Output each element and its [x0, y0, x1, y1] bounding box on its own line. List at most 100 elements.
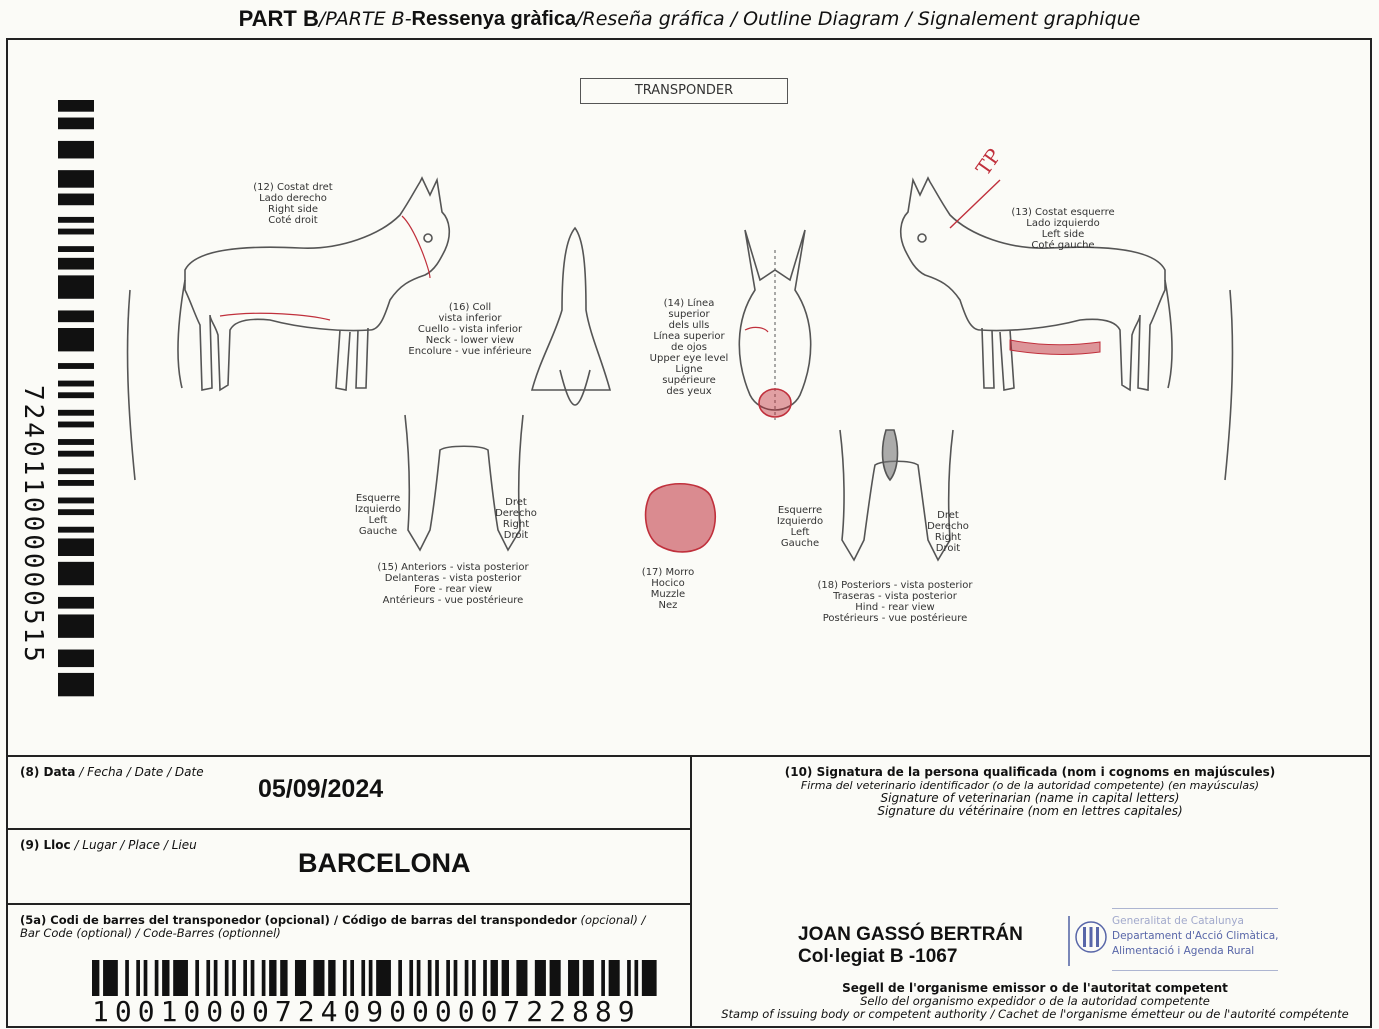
- barcode-bar: [58, 392, 94, 398]
- barcode-bar: [313, 960, 324, 996]
- barcode-bar: [58, 509, 94, 515]
- barcode-bar: [483, 960, 487, 996]
- signature-heading: (10) Signatura de la persona qualificada…: [700, 766, 1360, 818]
- barcode-bar: [103, 960, 118, 996]
- barcode-bar: [58, 217, 94, 223]
- barcode-bar: [350, 960, 354, 996]
- barcode-bar: [58, 422, 94, 428]
- seal-caption: Segell de l'organisme emissor o de l'aut…: [700, 982, 1370, 1021]
- barcode-bar: [58, 439, 94, 445]
- barcode-bar: [472, 960, 476, 996]
- barcode-bar: [642, 960, 657, 996]
- barcode-bar: [58, 258, 94, 270]
- barcode-bar: [251, 960, 255, 996]
- transponder-box: TRANSPONDER: [580, 78, 788, 104]
- barcode-bar: [58, 381, 94, 387]
- date-value: 05/09/2024: [258, 775, 383, 804]
- barcode-bar: [58, 275, 94, 298]
- barcode-bar: [144, 960, 148, 996]
- barcode-bar: [125, 960, 129, 996]
- place-value: BARCELONA: [298, 848, 471, 879]
- barcode-bar: [491, 960, 498, 996]
- barcode-bar: [155, 960, 159, 996]
- barcode-bar: [58, 498, 94, 504]
- barcode-bar: [601, 960, 605, 996]
- part-label-es: PARTE B: [325, 8, 404, 30]
- barcode-bar: [58, 614, 94, 637]
- barcode-bar: [58, 468, 94, 474]
- place-label: (9) Lloc / Lugar / Place / Lieu: [20, 838, 197, 852]
- barcode-bar: [58, 363, 94, 369]
- divider-date: [6, 828, 691, 830]
- divider-center: [690, 755, 692, 1028]
- divider-diagram: [6, 755, 1372, 757]
- muzzle-view: [646, 484, 716, 552]
- barcode-bar: [609, 960, 620, 996]
- barcode-bar: [328, 960, 335, 996]
- barcode-bar: [446, 960, 450, 996]
- barcode-bar: [262, 960, 266, 996]
- transponder-barcode: [92, 960, 664, 996]
- barcode-bar: [195, 960, 199, 996]
- divider-place: [6, 903, 691, 905]
- barcode-bar: [232, 960, 236, 996]
- barcode-bar: [58, 141, 94, 159]
- barcode-bar: [435, 960, 439, 996]
- barcode-bar: [58, 170, 94, 188]
- barcode-bar: [58, 194, 94, 206]
- barcode-bar: [58, 673, 94, 696]
- barcode-bar: [417, 960, 421, 996]
- barcode-bar: [535, 960, 546, 996]
- barcode-bar: [162, 960, 169, 996]
- barcode-bar: [58, 100, 94, 112]
- barcode-bar: [58, 527, 94, 533]
- barcode-bar: [398, 960, 402, 996]
- barcode-bar: [465, 960, 469, 996]
- date-label: (8) Data / Fecha / Date / Date: [20, 765, 204, 779]
- barcode-bar: [627, 960, 631, 996]
- barcode-bar: [280, 960, 287, 996]
- barcode-bar: [376, 960, 391, 996]
- barcode-bar: [568, 960, 579, 996]
- part-label-ca: PART B: [239, 6, 319, 32]
- barcode-bar: [58, 229, 94, 235]
- barcode-bar: [206, 960, 210, 996]
- barcode-bar: [58, 650, 94, 668]
- barcode-bar: [361, 960, 365, 996]
- page-header: PART B / PARTE B - Ressenya gràfica / Re…: [0, 0, 1379, 38]
- barcode-bar: [269, 960, 276, 996]
- barcode-bar: [502, 960, 509, 996]
- barcode-bar: [295, 960, 306, 996]
- vet-number: Col·legiat B -1067: [798, 946, 957, 968]
- barcode-bar: [583, 960, 594, 996]
- barcode-bar: [634, 960, 638, 996]
- generalitat-logo: [1074, 920, 1108, 954]
- barcode-bar: [58, 562, 94, 585]
- barcode-bar: [550, 960, 561, 996]
- official-stamp: Generalitat de Catalunya Departament d'A…: [1068, 906, 1280, 972]
- barcode-bar: [58, 328, 94, 351]
- barcode-bar: [454, 960, 458, 996]
- barcode-bar: [173, 960, 188, 996]
- side-barcode: [58, 100, 98, 708]
- barcode-bar: [58, 538, 94, 556]
- barcode-bar: [58, 118, 94, 130]
- head-front-view: [739, 230, 810, 420]
- barcode-bar: [428, 960, 432, 996]
- barcode-bar: [58, 246, 94, 252]
- barcode-bar: [92, 960, 99, 996]
- barcode-bar: [58, 410, 94, 416]
- barcode-bar: [58, 480, 94, 486]
- barcode-bar: [58, 310, 94, 322]
- title-translations: Reseña gráfica / Outline Diagram / Signa…: [583, 8, 1141, 30]
